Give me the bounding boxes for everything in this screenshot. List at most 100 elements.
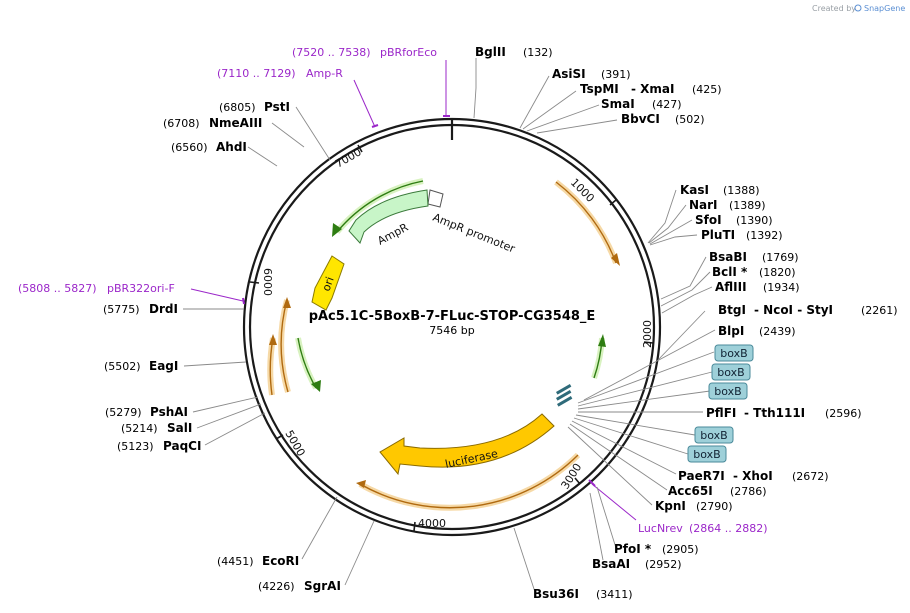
enzyme-leaders — [183, 58, 716, 593]
primer-mark-ampr — [371, 124, 379, 128]
boxb-mark-1 — [556, 384, 572, 395]
enzyme-name-psti: PstI — [264, 100, 290, 114]
leader-pluti — [649, 234, 698, 246]
enzyme-pos-bbvci: (502) — [675, 113, 705, 126]
leader-blpi — [583, 329, 716, 401]
enzyme-pos-bsu36i: (3411) — [596, 588, 633, 601]
enzyme-pos-pshai: (5279) — [105, 406, 142, 419]
feature-arrow-left-outer — [283, 297, 291, 308]
enzyme-pos-bsabi: (1769) — [762, 251, 799, 264]
feature-arc-lower-stroke — [359, 454, 579, 509]
leader-bsabi — [660, 256, 707, 300]
primer-marks — [242, 115, 596, 487]
enzyme-name-eagi: EagI — [149, 359, 178, 373]
leader-bsaai — [589, 492, 604, 561]
enzyme-pos-btgi: (2261) — [861, 304, 898, 317]
enzyme-name-ahdi: AhdI — [216, 140, 247, 154]
tick-label-4000: 4000 — [418, 517, 446, 530]
enzyme-name-ncoi-styi: - NcoI - StyI — [754, 303, 833, 317]
boxb-mark-3 — [557, 396, 573, 407]
leader-psti — [295, 106, 331, 161]
tick-label-1000: 1000 — [568, 176, 597, 205]
boxb-tag-4: boxB — [694, 426, 734, 444]
enzyme-pos-nmeaiii: (6708) — [163, 117, 200, 130]
enzyme-name-sfoi: SfoI — [695, 213, 722, 227]
ampr-feature — [348, 189, 429, 244]
enzyme-pos-sgrai: (4226) — [258, 580, 295, 593]
enzyme-pos-tspmi: (425) — [692, 83, 722, 96]
leader-bcli — [660, 271, 711, 307]
enzyme-name-asisi: AsiSI — [552, 67, 586, 81]
leader-sgrai — [344, 520, 375, 586]
enzyme-pos-nari: (1389) — [729, 199, 766, 212]
ampr-label: AmpR — [375, 221, 410, 248]
leader-kpni — [567, 426, 653, 506]
primer-name-pbrforeco: pBRforEco — [380, 46, 437, 59]
enzyme-pos-sali: (5214) — [121, 422, 158, 435]
tick-label-2000: 2000 — [641, 320, 654, 348]
ori-label: ori — [320, 275, 337, 293]
leader-bglii — [473, 58, 477, 119]
leader-nmeaiii — [271, 122, 305, 148]
created-by-text: Created by — [812, 4, 856, 13]
enzyme-name-bbvci: BbvCI — [621, 112, 660, 126]
leader-ecori — [301, 496, 338, 560]
enzyme-name-xhoi: - XhoI — [733, 469, 773, 483]
tick-label-7000: 7000 — [333, 145, 364, 170]
feature-arc-left-green — [295, 337, 319, 390]
leader-bbvci — [536, 119, 618, 134]
tick-4000 — [413, 521, 416, 532]
primer-name-ampr: Amp-R — [306, 67, 343, 80]
leader-kasi — [647, 189, 677, 244]
enzyme-name-blpi: BlpI — [718, 324, 744, 338]
enzyme-pos-smai: (427) — [652, 98, 682, 111]
enzyme-name-tspmi: TspMI — [580, 82, 619, 96]
leader-paer7i — [571, 420, 677, 475]
enzyme-pos-afliii: (1934) — [763, 281, 800, 294]
boxb-tag-2-bg — [711, 363, 751, 381]
green-feature-arcs — [295, 178, 606, 392]
enzyme-pos-bsaai: (2952) — [645, 558, 682, 571]
primer-range-pbrforeco: (7520 .. 7538) — [292, 46, 371, 59]
tick-marks — [249, 144, 654, 532]
primer-range-pbr322ori: (5808 .. 5827) — [18, 282, 97, 295]
enzyme-name-pluti: PluTI — [701, 228, 735, 242]
tick-7000 — [357, 144, 363, 153]
ori-feature — [311, 255, 345, 311]
leader-ahdi — [247, 146, 278, 167]
leader-tspmi — [522, 90, 577, 130]
feature-arrow-top-green — [332, 223, 342, 237]
feature-arc-1000-stroke — [555, 181, 617, 264]
primer-mark-pbr322ori — [242, 297, 245, 305]
enzyme-pos-ahdi: (6560) — [171, 141, 208, 154]
leader-sfoi — [649, 219, 693, 245]
enzyme-name-pflfi: PflFI — [706, 406, 736, 420]
boxb-tag-3-label: boxB — [714, 385, 741, 398]
boxb-tag-4-label: boxB — [700, 429, 727, 442]
enzyme-name-xmai: - XmaI — [631, 82, 674, 96]
leader-boxb-3 — [577, 390, 711, 410]
leader-paqci — [204, 412, 266, 446]
leader-eagi — [183, 361, 247, 367]
enzyme-pos-bcli: (1820) — [759, 266, 796, 279]
enzyme-name-btgi: BtgI — [718, 303, 746, 317]
primer-name-lucnrev: LucNrev — [638, 522, 683, 535]
enzyme-pos-pflfi: (2596) — [825, 407, 862, 420]
tick-2000 — [643, 341, 654, 344]
boxb-tag-2: boxB — [711, 363, 751, 381]
tick-6000 — [249, 281, 260, 284]
boxb-tag-5-label: boxB — [693, 448, 720, 461]
enzyme-name-afliii: AflIII — [715, 280, 747, 294]
plasmid-length: 7546 bp — [429, 324, 474, 337]
leader-boxb-4 — [575, 414, 696, 436]
tick-label-6000: 6000 — [261, 268, 274, 296]
enzyme-name-smai: SmaI — [601, 97, 635, 111]
enzyme-name-kasi: KasI — [680, 183, 709, 197]
boxb-tag-5-bg — [687, 445, 727, 463]
enzyme-pos-blpi: (2439) — [759, 325, 796, 338]
ampr-promoter-label: AmpR promoter — [431, 211, 517, 256]
boxb-tag-2-label: boxB — [717, 366, 744, 379]
leader-pshai — [192, 396, 259, 413]
snapgene-brand-text: SnapGene — [864, 4, 905, 13]
